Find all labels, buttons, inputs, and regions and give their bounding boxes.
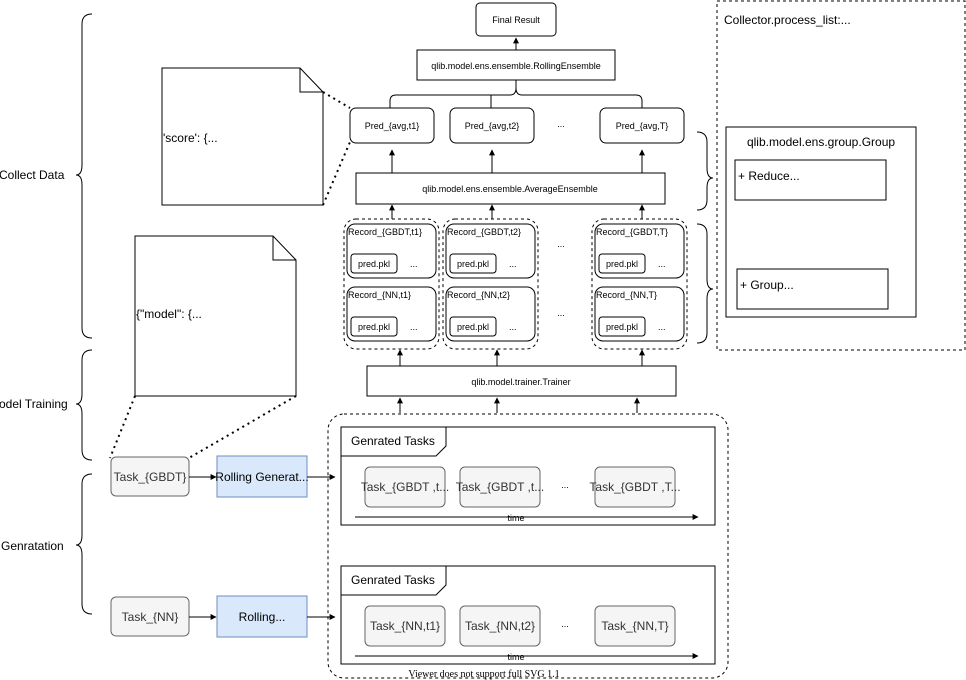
score-note-connector-bottom xyxy=(322,141,351,206)
generated-task-label: Task_{NN,t2} xyxy=(465,619,535,633)
training-brace xyxy=(75,349,93,461)
tasks-ellipsis: ... xyxy=(561,480,569,490)
generated-tasks-title: Genrated Tasks xyxy=(351,573,435,587)
pred-box xyxy=(349,107,435,144)
time-axis-label: time xyxy=(507,652,524,662)
pred-pkl-box xyxy=(350,316,398,337)
records-right-brace xyxy=(696,223,714,344)
pkl-ellipsis: ... xyxy=(658,259,666,269)
group-title: qlib.model.ens.group.Group xyxy=(747,135,895,149)
tasks-ellipsis: ... xyxy=(561,619,569,629)
final-result-box xyxy=(475,2,557,37)
preds-bracket xyxy=(389,80,643,108)
preds-right-brace xyxy=(696,131,714,211)
collector-title: Collector.process_list:... xyxy=(724,13,851,27)
pred-box xyxy=(449,107,535,144)
generated-task-box xyxy=(459,466,541,508)
pkl-ellipsis: ... xyxy=(410,322,418,332)
pred-label: Pred_{avg,t1} xyxy=(365,121,420,131)
reduce-box xyxy=(734,159,887,201)
generated-task-box xyxy=(364,466,446,508)
model-note-connector-right xyxy=(188,395,297,459)
pred-pkl-label: pred.pkl xyxy=(457,322,489,332)
generated-task-box xyxy=(364,605,446,647)
group-method-box xyxy=(736,268,889,310)
rolling-ensemble-box xyxy=(416,49,616,81)
generation-brace xyxy=(75,473,93,615)
generated-task-box xyxy=(594,605,676,647)
pkl-ellipsis: ... xyxy=(658,322,666,332)
pred-pkl-box xyxy=(350,253,398,274)
generated-tasks-title: Genrated Tasks xyxy=(351,434,435,448)
pred-box xyxy=(599,107,685,144)
time-axis-label: time xyxy=(507,513,524,523)
task-nn-label: Task_{NN} xyxy=(122,610,179,624)
generated-task-label: Task_{NN,T} xyxy=(601,619,668,633)
records-ellipsis: ... xyxy=(557,308,565,318)
stage-generation-label: Genratation xyxy=(1,539,64,553)
pred-pkl-box xyxy=(449,316,497,337)
pred-label: Pred_{avg,T} xyxy=(616,121,669,131)
generated-task-label: Task_{GBDT ,t... xyxy=(361,480,449,494)
score-note-text: 'score': {... xyxy=(163,131,218,145)
rolling-nn-label: Rolling... xyxy=(239,610,286,624)
record-gbdt-label: Record_{GBDT,T} xyxy=(596,227,668,237)
reduce-label: + Reduce... xyxy=(738,169,800,183)
record-nn-label: Record_{NN,T} xyxy=(596,290,657,300)
pred-pkl-box xyxy=(449,253,497,274)
rolling-gbdt-label: Rolling Generat... xyxy=(215,470,308,484)
generated-task-label: Task_{GBDT ,T... xyxy=(589,480,680,494)
pred-pkl-label: pred.pkl xyxy=(457,259,489,269)
score-note: 'score': {... xyxy=(161,67,324,206)
pred-pkl-box xyxy=(598,316,646,337)
stage-training-label: odel Training xyxy=(0,397,68,411)
generated-task-label: Task_{GBDT ,t... xyxy=(456,480,544,494)
record-gbdt-label: Record_{GBDT,t1} xyxy=(348,227,422,237)
rolling-nn-box xyxy=(216,595,308,638)
score-note-connector-top xyxy=(322,91,351,109)
collect-brace xyxy=(75,13,93,339)
generated-task-label: Task_{NN,t1} xyxy=(370,619,440,633)
svg-footer-text: Viewer does not support full SVG 1.1 xyxy=(408,669,559,680)
panel-title-tab xyxy=(341,427,447,457)
rolling-gbdt-box xyxy=(216,455,308,498)
pred-pkl-label: pred.pkl xyxy=(606,322,638,332)
record-gbdt-label: Record_{GBDT,t2} xyxy=(447,227,521,237)
rolling-ensemble-label: qlib.model.ens.ensemble.RollingEnsemble xyxy=(431,61,601,71)
model-note-text: {"model": {... xyxy=(136,307,202,321)
pred-label: Pred_{avg,t2} xyxy=(465,121,520,131)
pkl-ellipsis: ... xyxy=(509,322,517,332)
stage-collect-label: Collect Data xyxy=(0,168,65,182)
pred-pkl-box xyxy=(598,253,646,274)
average-ensemble-label: qlib.model.ens.ensemble.AverageEnsemble xyxy=(422,184,597,194)
model-note-connector-left xyxy=(109,395,136,459)
generated-task-box xyxy=(459,605,541,647)
model-note: {"model": {... xyxy=(134,235,297,397)
task-gbdt-label: Task_{GBDT} xyxy=(114,470,187,484)
record-nn-label: Record_{NN,t1} xyxy=(348,290,411,300)
average-ensemble-box xyxy=(355,172,666,205)
preds-ellipsis: ... xyxy=(557,119,565,129)
record-nn-label: Record_{NN,t2} xyxy=(447,290,510,300)
records-ellipsis: ... xyxy=(557,239,565,249)
group-method-label: + Group... xyxy=(740,278,794,292)
trainer-label: qlib.model.trainer.Trainer xyxy=(471,377,570,387)
panel-title-tab xyxy=(341,566,447,596)
pred-pkl-label: pred.pkl xyxy=(358,259,390,269)
pred-pkl-label: pred.pkl xyxy=(606,259,638,269)
generated-task-box xyxy=(594,466,676,508)
pkl-ellipsis: ... xyxy=(410,259,418,269)
trainer-box xyxy=(366,365,677,397)
pkl-ellipsis: ... xyxy=(509,259,517,269)
final-result-label: Final Result xyxy=(492,15,540,25)
pred-pkl-label: pred.pkl xyxy=(358,322,390,332)
